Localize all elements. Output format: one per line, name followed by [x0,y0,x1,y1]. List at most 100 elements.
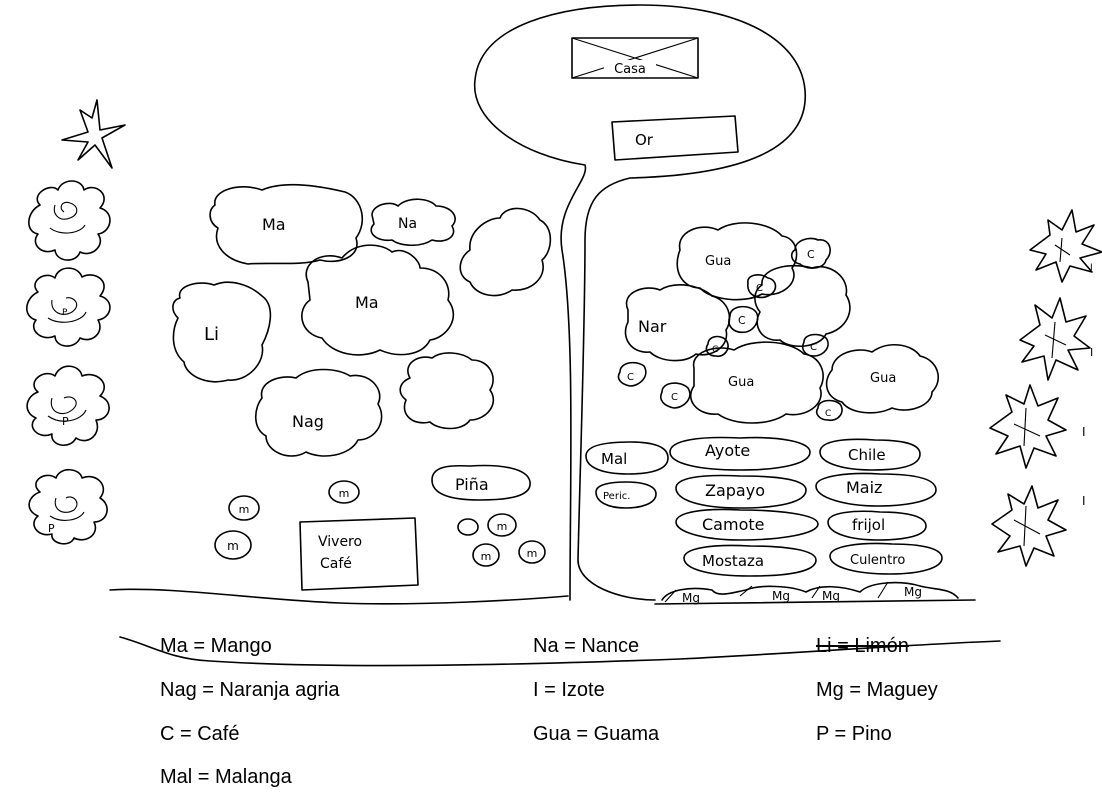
svg-text:m: m [339,487,350,500]
cafe-bush: C [705,335,729,358]
chile-bed: Chile [819,438,921,471]
naranja-agria-label: Nag [292,412,324,431]
unlabeled-tree-2 [399,352,495,430]
svg-text:C: C [738,314,746,327]
svg-text:C: C [671,392,678,403]
culantro-bed: Culentro [829,542,943,575]
pine-tree-1 [28,180,111,261]
legend: Ma = Mango Na = Nance Li = Limón Nag = N… [0,625,1102,794]
legend-ground-line [119,636,1001,667]
cafe-bush: C [617,361,647,387]
camote-bed: Camote [675,508,819,541]
legend-mango: Ma = Mango [160,635,272,657]
maiz-bed: Maiz [815,472,937,507]
svg-text:m: m [527,547,538,560]
pericon-label: Peric. [603,491,630,502]
pericon-bed: Peric. [595,481,657,509]
unlabeled-tree-1 [459,207,552,297]
maguey-row: Mg Mg Mg Mg [661,581,959,605]
pine-tree-2: P [26,267,111,347]
malanga-label: Mal [601,450,627,468]
small-plant-m: m [487,513,517,537]
guama-label-2: Gua [728,375,754,390]
or-plot: Or [611,115,739,161]
guama-label-3: Gua [870,371,896,386]
or-label: Or [635,131,654,149]
chile-label: Chile [848,446,886,464]
svg-text:C: C [756,283,763,294]
culantro-label: Culentro [850,553,905,568]
svg-text:C: C [712,345,718,355]
cafe-bush: C [747,274,777,299]
svg-text:m: m [497,520,508,533]
cafe-bush: C [728,305,759,334]
pine-tree-4: P [28,468,108,545]
pina-plot: Piña [431,464,531,501]
house: Casa [571,37,699,79]
ground-line-left [109,588,569,605]
limon-label: Li [204,324,219,345]
pina-label: Piña [455,475,489,494]
legend-cafe: C = Café [160,723,240,745]
naranja-label: Nar [638,317,667,336]
izote-plant-1: I [1029,209,1102,283]
izote-label: I [1090,346,1093,359]
zapayo-bed: Zapayo [675,474,807,509]
frijol-bed: frijol [827,510,927,541]
ayote-label: Ayote [705,441,750,460]
nance-label: Na [398,216,417,232]
pine-label: P [62,308,68,318]
legend-maguey: Mg = Maguey [816,679,938,701]
vivero-label-1: Vivero [318,534,362,550]
vivero-cafe: Vivero Café [299,517,419,591]
legend-guama: Gua = Guama [533,723,660,745]
yard-path-outline [474,4,806,601]
mango-tree-1: Ma [209,183,364,265]
cafe-bush: C [815,399,843,422]
svg-text:C: C [627,372,634,383]
legend-izote: I = Izote [533,679,605,701]
small-plant-m: m [328,480,360,504]
mango-label-2: Ma [355,293,379,312]
zapayo-label: Zapayo [705,481,765,500]
svg-text:C: C [825,409,831,419]
izote-plant-2: I [1019,297,1093,381]
camote-label: Camote [702,515,764,534]
vivero-label-2: Café [320,556,352,572]
small-plant-m: m [472,543,500,567]
izote-label: I [1082,425,1086,439]
svg-text:m: m [481,550,492,563]
izote-plant-4: I [991,485,1086,567]
izote-label: I [1090,263,1093,273]
mango-label-1: Ma [262,215,286,234]
naranja-tree: Nar [624,284,731,362]
unlabeled-shrub [754,264,851,347]
legend-nance: Na = Nance [533,635,640,657]
nance-tree: Na [370,198,456,247]
small-plant-m: m [518,540,546,564]
farm-map: Casa Or P P P Ma Na [26,4,1102,605]
mostaza-label: Mostaza [702,552,764,570]
small-plant-m: m [228,495,260,521]
guama-tree-2: Gua [689,341,824,424]
svg-text:m: m [239,503,250,516]
maguey-label: Mg [822,589,840,603]
izote-label: I [1082,494,1086,508]
pine-label: P [48,522,55,535]
naranja-agria-tree: Nag [254,368,383,457]
house-label: Casa [614,62,646,77]
svg-text:m: m [227,539,239,553]
limon-tree: Li [172,281,272,383]
malanga-bed: Mal [585,441,669,475]
izote-plant-3: I [989,384,1086,469]
guama-label-1: Gua [705,254,731,269]
legend-malanga: Mal = Malanga [160,766,292,788]
guama-tree-3: Gua [825,344,940,414]
legend-naranja-agria: Nag = Naranja agria [160,679,340,701]
legend-limon: Li = Limón [816,635,909,657]
star-icon [61,99,126,169]
maiz-label: Maiz [846,478,882,497]
frijol-label: frijol [852,516,885,534]
legend-pino: P = Pino [816,723,892,745]
small-plant-m [457,518,479,536]
